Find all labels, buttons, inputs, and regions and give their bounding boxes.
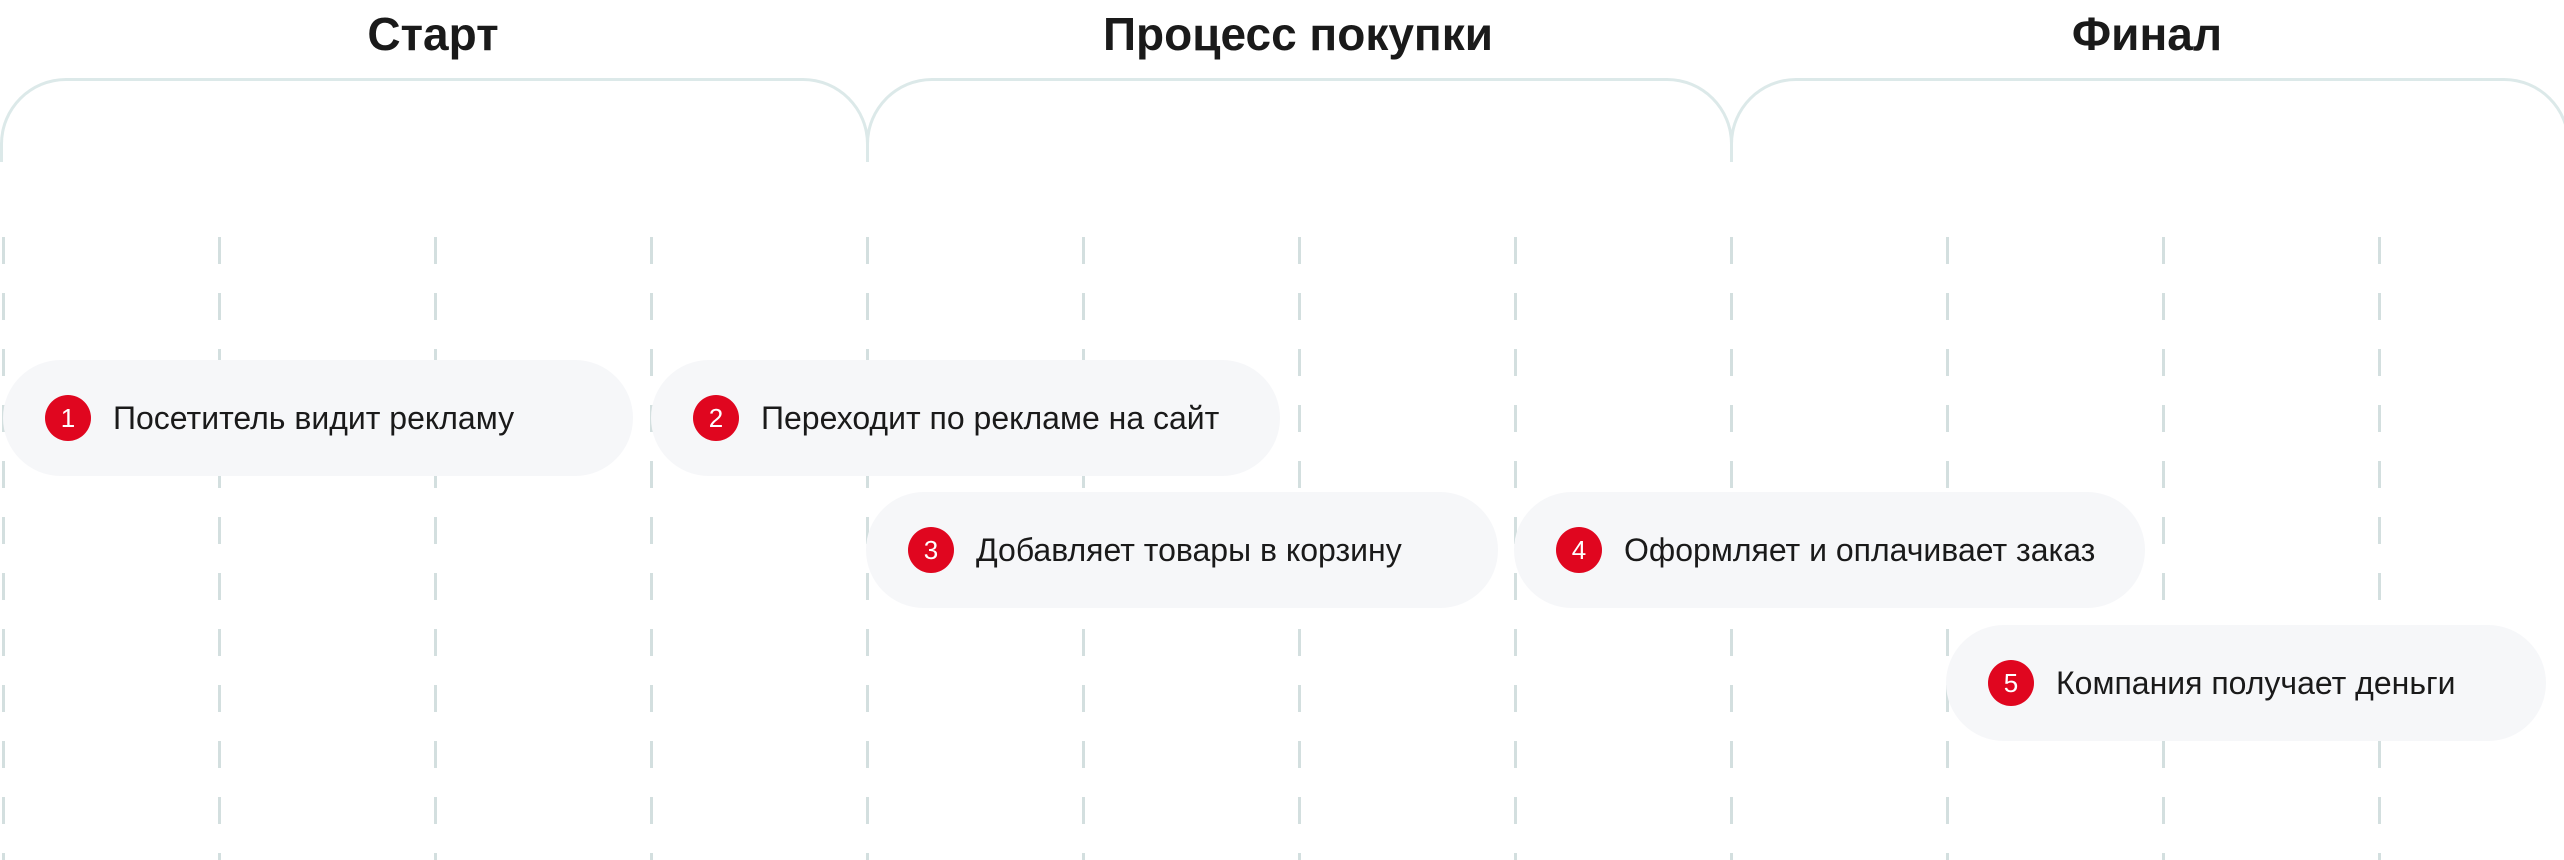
grid-dashed-line [2, 237, 5, 860]
step-label: Посетитель видит рекламу [113, 399, 515, 436]
phase-bracket-start [0, 78, 869, 162]
phase-title-start: Старт [367, 8, 499, 60]
step-number-badge: 5 [1988, 660, 2034, 706]
phase-title-purchase: Процесс покупки [1102, 8, 1494, 60]
grid-dashed-line [2378, 237, 2381, 860]
grid-dashed-line [2162, 237, 2165, 860]
step-label: Компания получает деньги [2056, 664, 2456, 701]
step-label: Оформляет и оплачивает заказ [1624, 531, 2096, 568]
grid-dashed-line [650, 237, 653, 860]
step-5: 5 Компания получает деньги [1946, 625, 2546, 741]
step-number-badge: 1 [45, 395, 91, 441]
step-number-badge: 4 [1556, 527, 1602, 573]
step-3: 3 Добавляет товары в корзину [866, 492, 1498, 608]
step-number-badge: 3 [908, 527, 954, 573]
step-number-badge: 2 [693, 395, 739, 441]
grid-dashed-line [434, 237, 437, 860]
step-label: Добавляет товары в корзину [976, 531, 1402, 568]
step-4: 4 Оформляет и оплачивает заказ [1514, 492, 2145, 608]
phase-bracket-purchase [866, 78, 1733, 162]
phase-title-final: Финал [2071, 8, 2223, 60]
phase-bracket-final [1730, 78, 2564, 162]
step-2: 2 Переходит по рекламе на сайт [651, 360, 1280, 476]
step-label: Переходит по рекламе на сайт [761, 399, 1220, 436]
grid-dashed-line [218, 237, 221, 860]
step-1: 1 Посетитель видит рекламу [3, 360, 633, 476]
